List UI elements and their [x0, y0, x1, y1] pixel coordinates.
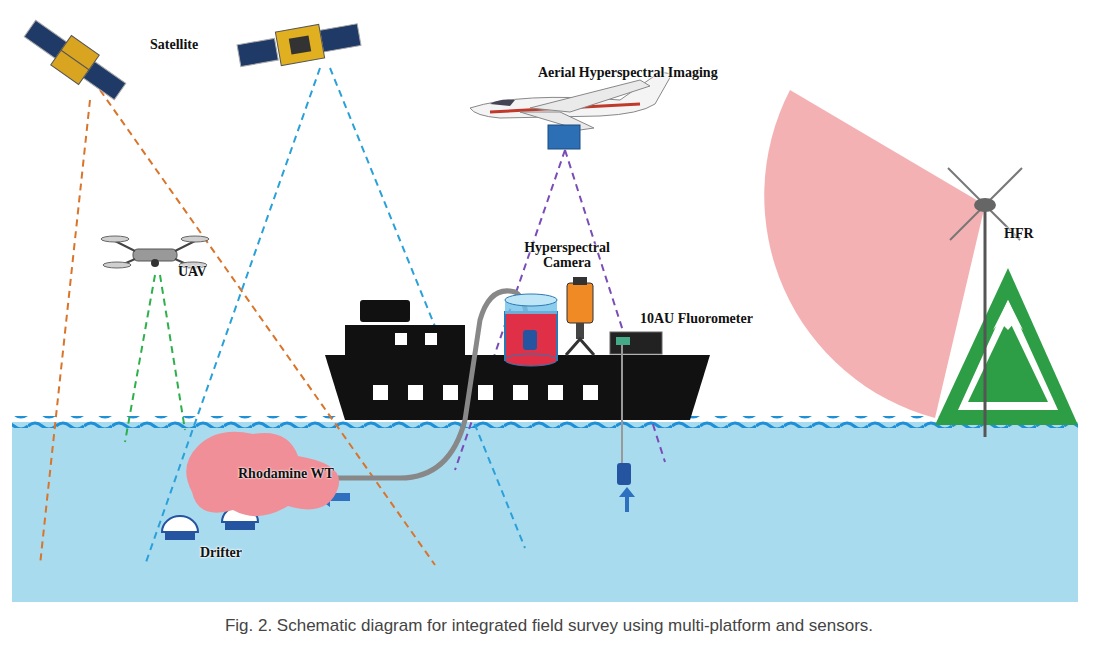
dye-plume: Rhodamine WT: [178, 426, 348, 524]
platform-label: Satellite: [150, 37, 198, 53]
platform-label: Drifter: [200, 545, 242, 561]
plume-outline: [186, 432, 339, 516]
sensor-label: 10AU Fluorometer: [640, 311, 753, 327]
platform-label: UAV: [178, 264, 207, 280]
plume-label: Rhodamine WT: [238, 466, 334, 482]
platform-label: HFR: [1004, 226, 1034, 242]
figure-caption: Fig. 2. Schematic diagram for integrated…: [225, 616, 873, 636]
platform-label: Aerial Hyperspectral Imaging: [538, 65, 718, 81]
sensor-label: Hyperspectral Camera: [512, 240, 622, 271]
